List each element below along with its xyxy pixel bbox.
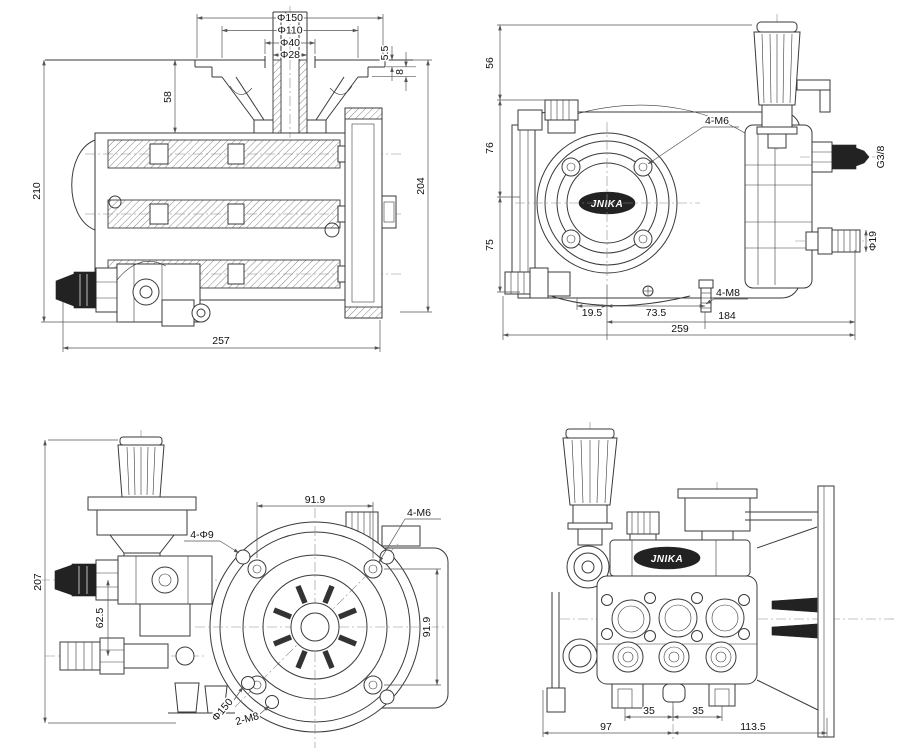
label-mount-studs: 4-M8 [716,287,740,299]
dim-foot-span-l: 35 [643,705,655,717]
dim-knob-top: 56 [484,57,496,69]
side-inlet-fitting [504,267,571,299]
dim-outlet-thread: G3/8 [875,145,887,168]
port-boss [612,641,737,673]
mounting-stud-m8 [698,279,714,313]
head-bolt [601,592,750,642]
dim-center-offset: 19.5 [582,307,603,319]
section-view: Φ150 Φ110 Φ40 Φ28 5.5 8 58 210 [30,6,432,352]
brand-logo-rear: JNIKA [651,554,684,565]
brand-logo: JNIKA [591,199,624,210]
rear-manifold: JNIKA [546,539,758,713]
rear-cover-plate [324,107,397,319]
front-feet [168,682,235,714]
dim-right-width: 113.5 [740,721,766,733]
brand-badge [633,546,701,570]
label-face-bolts: 4-M6 [705,115,729,127]
mounting-bell-flange [45,11,413,134]
dim-dia40: Φ40 [280,37,300,49]
oil-filler-cap [677,482,758,600]
dim-upper-half: 76 [484,142,496,154]
dim-front-overall-height: 207 [32,573,44,591]
dim-left-width: 97 [600,721,612,733]
dim-body-height: 204 [415,177,427,195]
rear-dimensions: 35 35 97 113.5 [542,690,828,737]
dim-overall-height: 210 [31,182,43,200]
dim-stud-offset: 73.5 [646,307,667,319]
dim-inlet-barb: Φ19 [867,231,879,251]
bell-flange-front [195,508,445,748]
dim-dia28: Φ28 [280,49,300,61]
oil-breather [626,511,660,542]
dim-face-to-body: 58 [162,91,174,103]
dim-dia110: Φ110 [277,25,302,37]
dim-center-to-end: 184 [718,310,736,322]
inlet-hose-barb: Φ19 [795,227,881,255]
unloader-valve [55,261,211,327]
dim-foot-span-r: 35 [692,705,704,717]
dim-step-b: 8 [394,69,406,75]
side-view: JNIKA G3/8 [483,14,889,340]
flange-rib [771,623,818,639]
dim-overall-width: 257 [212,335,230,347]
dim-lower-half: 75 [484,239,496,251]
dim-port-spacing: 62.5 [94,608,106,629]
dim-side-overall-width: 259 [671,323,689,335]
valve-plug [611,598,745,639]
bell-housing-face: JNIKA [515,122,700,285]
gauge-bracket [796,79,831,91]
breather-cap [544,99,579,134]
face-bolt [561,157,653,249]
dim-dia150: Φ150 [277,12,303,24]
dim-bolt-span-v: 91.9 [421,617,433,638]
hub-spokes [272,584,358,670]
front-valve-and-ports [40,555,232,675]
label-mount-holes: 4-Φ9 [190,529,214,541]
label-front-face-bolts: 4-M6 [407,507,431,519]
front-regulator-knob [87,430,197,572]
section-dimensions: Φ150 Φ110 Φ40 Φ28 5.5 8 58 210 [30,11,432,352]
flange-hole [235,549,395,705]
threaded-outlet [73,271,97,309]
m8-hole [241,676,279,709]
pressure-regulator-knob [753,14,831,150]
rear-feet [611,683,736,709]
dim-step-a: 5.5 [379,46,391,61]
dim-bolt-span-h: 91.9 [305,494,326,506]
outlet-fitting-g38: G3/8 [800,141,889,173]
front-view: 207 62.5 91.9 4-M6 4-Φ9 91.9 Φ150 2-M8 [31,430,449,748]
flange-rib [771,597,818,613]
rear-regulator-knob [562,422,618,589]
drive-shaft-section [272,11,308,134]
side-dimensions: 4-M6 4-M8 56 76 75 19.5 [483,24,856,340]
rear-view: JNIKA [542,422,895,742]
label-extra-studs: 2-M8 [234,710,260,728]
mounting-flange-plate [745,485,835,738]
